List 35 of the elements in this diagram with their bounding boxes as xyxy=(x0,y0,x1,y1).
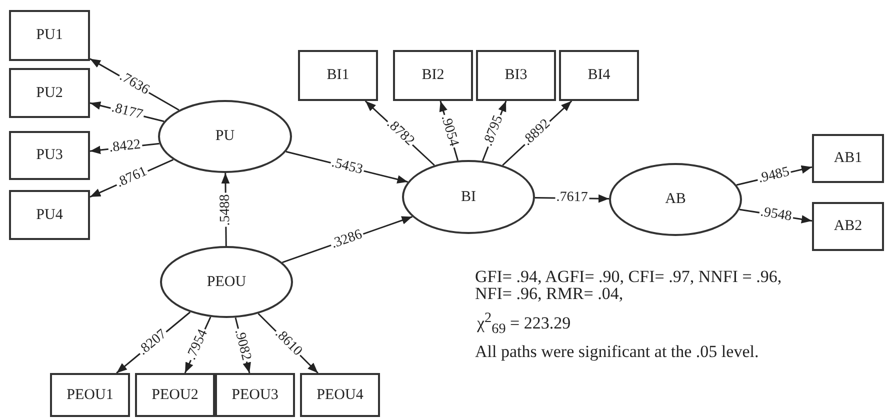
indicator-box xyxy=(50,373,130,417)
indicator-box xyxy=(9,10,90,61)
node-label: BI3 xyxy=(504,67,528,84)
node-label: BI1 xyxy=(326,67,350,84)
indicator-box xyxy=(476,50,556,101)
node-label: BI2 xyxy=(422,67,444,84)
node-label: BI4 xyxy=(588,67,610,84)
indicator-box xyxy=(298,50,378,101)
node-label: BI xyxy=(461,188,476,206)
indicator-box xyxy=(812,134,884,183)
indicator-box xyxy=(9,68,90,118)
node-label: AB xyxy=(665,191,686,208)
node-label: PEOU2 xyxy=(152,386,198,404)
indicator-box xyxy=(812,202,884,251)
node-label: PU2 xyxy=(36,84,63,102)
indicator-box xyxy=(9,190,90,240)
node-label: PU xyxy=(215,128,235,145)
node-label: PU1 xyxy=(36,27,63,44)
chi-square-formula: χ$^{2}$$_{69}$ = 223.29 xyxy=(477,310,572,338)
node-label: PU4 xyxy=(36,206,63,224)
indicator-box xyxy=(135,373,215,417)
indicator-box xyxy=(9,131,90,180)
node-label: PEOU xyxy=(206,274,246,290)
fit-statistics-note: GFI= .94, AGFI= .90, CFI= .97, NNFI = .96, NFI= .96, RMR= .04, xyxy=(475,268,783,302)
node-label: PEOU3 xyxy=(232,386,278,404)
fit-statistics-note: All paths were significant at the .05 level. xyxy=(475,343,760,360)
node-label: PEOU1 xyxy=(66,386,114,404)
indicator-box xyxy=(215,373,295,417)
indicator-box xyxy=(393,50,473,101)
indicator-box xyxy=(559,50,639,101)
node-label: AB2 xyxy=(834,218,862,235)
node-label: PEOU4 xyxy=(316,386,364,404)
node-label: PU3 xyxy=(36,147,63,164)
node-label: AB1 xyxy=(834,150,862,167)
indicator-box xyxy=(300,373,380,417)
